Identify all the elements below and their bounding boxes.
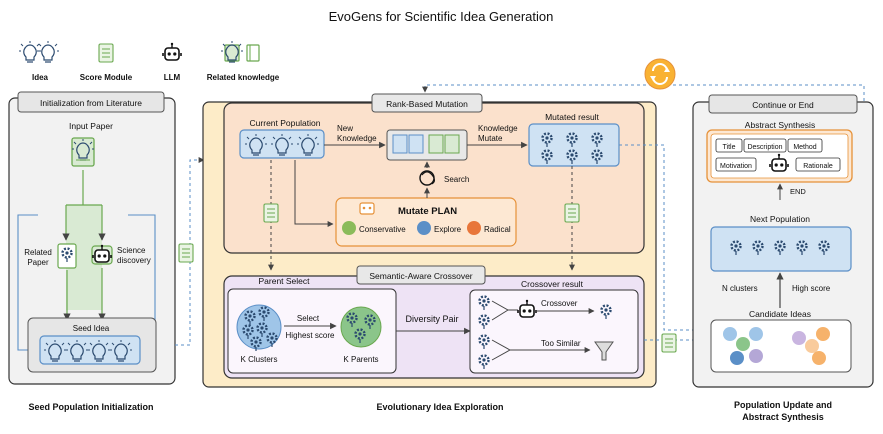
score-module-icon xyxy=(98,43,114,63)
input-paper-label: Input Paper xyxy=(69,121,113,131)
abstract-synthesis-label: Abstract Synthesis xyxy=(745,120,815,130)
crossover-header: Semantic-Aware Crossover xyxy=(369,271,472,281)
refresh-icon xyxy=(644,58,676,90)
seed-idea-label: Seed Idea xyxy=(73,324,110,333)
book-icon xyxy=(246,44,260,62)
init-caption: Seed Population Initialization xyxy=(28,402,153,412)
update-panel: Continue or End Abstract Synthesis Title… xyxy=(692,94,874,422)
highest-score-label: Highest score xyxy=(286,331,335,340)
conservative-label: Conservative xyxy=(359,225,406,234)
legend-llm-label: LLM xyxy=(164,73,181,82)
field-motivation: Motivation xyxy=(720,163,752,170)
search-label: Search xyxy=(444,175,469,184)
radical-head-icon xyxy=(467,221,481,235)
robot-icon xyxy=(162,41,182,61)
legend: Idea Score Module LLM Related knowledge xyxy=(18,40,280,82)
legend-score-module-label: Score Module xyxy=(80,73,133,82)
explore-head-icon xyxy=(417,221,431,235)
evo-caption: Evolutionary Idea Exploration xyxy=(376,402,503,412)
legend-idea-label: Idea xyxy=(32,73,49,82)
next-population-box xyxy=(710,226,852,272)
high-score-label: High score xyxy=(792,284,831,293)
next-population-label: Next Population xyxy=(750,214,810,224)
k-parents-label: K Parents xyxy=(343,355,378,364)
input-paper-icon xyxy=(71,137,95,167)
mutated-result-label: Mutated result xyxy=(545,112,599,122)
candidate-cluster-dot xyxy=(816,327,830,341)
k-clusters-label: K Clusters xyxy=(241,355,278,364)
related-paper-icon xyxy=(57,243,77,269)
candidate-cluster-dot xyxy=(749,349,763,363)
too-similar-label: Too Similar xyxy=(541,339,581,348)
end-label: END xyxy=(790,187,806,196)
evo-panel: Rank-Based Mutation Current Population N… xyxy=(202,93,657,412)
field-rationale: Rationale xyxy=(803,163,833,170)
crossover-result-label: Crossover result xyxy=(521,279,584,289)
explore-label: Explore xyxy=(434,225,462,234)
mutation-header: Rank-Based Mutation xyxy=(386,99,468,109)
k-parents-blob xyxy=(340,306,382,348)
candidate-cluster-dot xyxy=(792,331,806,345)
candidate-cluster-dot xyxy=(730,351,744,365)
score-module-icon xyxy=(178,243,194,263)
field-description: Description xyxy=(747,144,782,151)
radical-label: Radical xyxy=(484,225,511,234)
current-population-box xyxy=(239,129,325,159)
candidate-cluster-dot xyxy=(736,337,750,351)
diversity-pair-label: Diversity Pair xyxy=(405,314,458,324)
init-panel: Initialization from Literature Input Pap… xyxy=(8,91,176,412)
legend-related-knowledge-label: Related knowledge xyxy=(207,73,280,82)
conservative-head-icon xyxy=(342,221,356,235)
robot-icon xyxy=(359,202,375,215)
candidate-ideas-label: Candidate Ideas xyxy=(749,309,811,319)
init-header: Initialization from Literature xyxy=(40,98,142,108)
select-label: Select xyxy=(297,314,320,323)
connector-init-to-evo xyxy=(175,157,205,346)
parent-select-label: Parent Select xyxy=(258,276,310,286)
candidate-cluster-dot xyxy=(723,327,737,341)
update-header: Continue or End xyxy=(752,100,814,110)
candidate-cluster-dot xyxy=(812,351,826,365)
n-clusters-label: N clusters xyxy=(722,284,758,293)
mutate-plan-title: Mutate PLAN xyxy=(398,206,457,217)
diagram-title: EvoGens for Scientific Idea Generation xyxy=(329,9,554,24)
field-title: Title xyxy=(723,144,736,151)
score-module-icon xyxy=(263,203,279,223)
score-module-icon xyxy=(661,333,677,353)
field-method: Method xyxy=(793,144,816,151)
filter-icon xyxy=(594,341,614,361)
candidate-cluster-dot xyxy=(749,327,763,341)
crossover-result-box xyxy=(469,289,639,374)
crossover-label: Crossover xyxy=(541,299,578,308)
current-population-label: Current Population xyxy=(250,118,321,128)
score-module-icon xyxy=(564,203,580,223)
candidate-cluster-dot xyxy=(805,339,819,353)
